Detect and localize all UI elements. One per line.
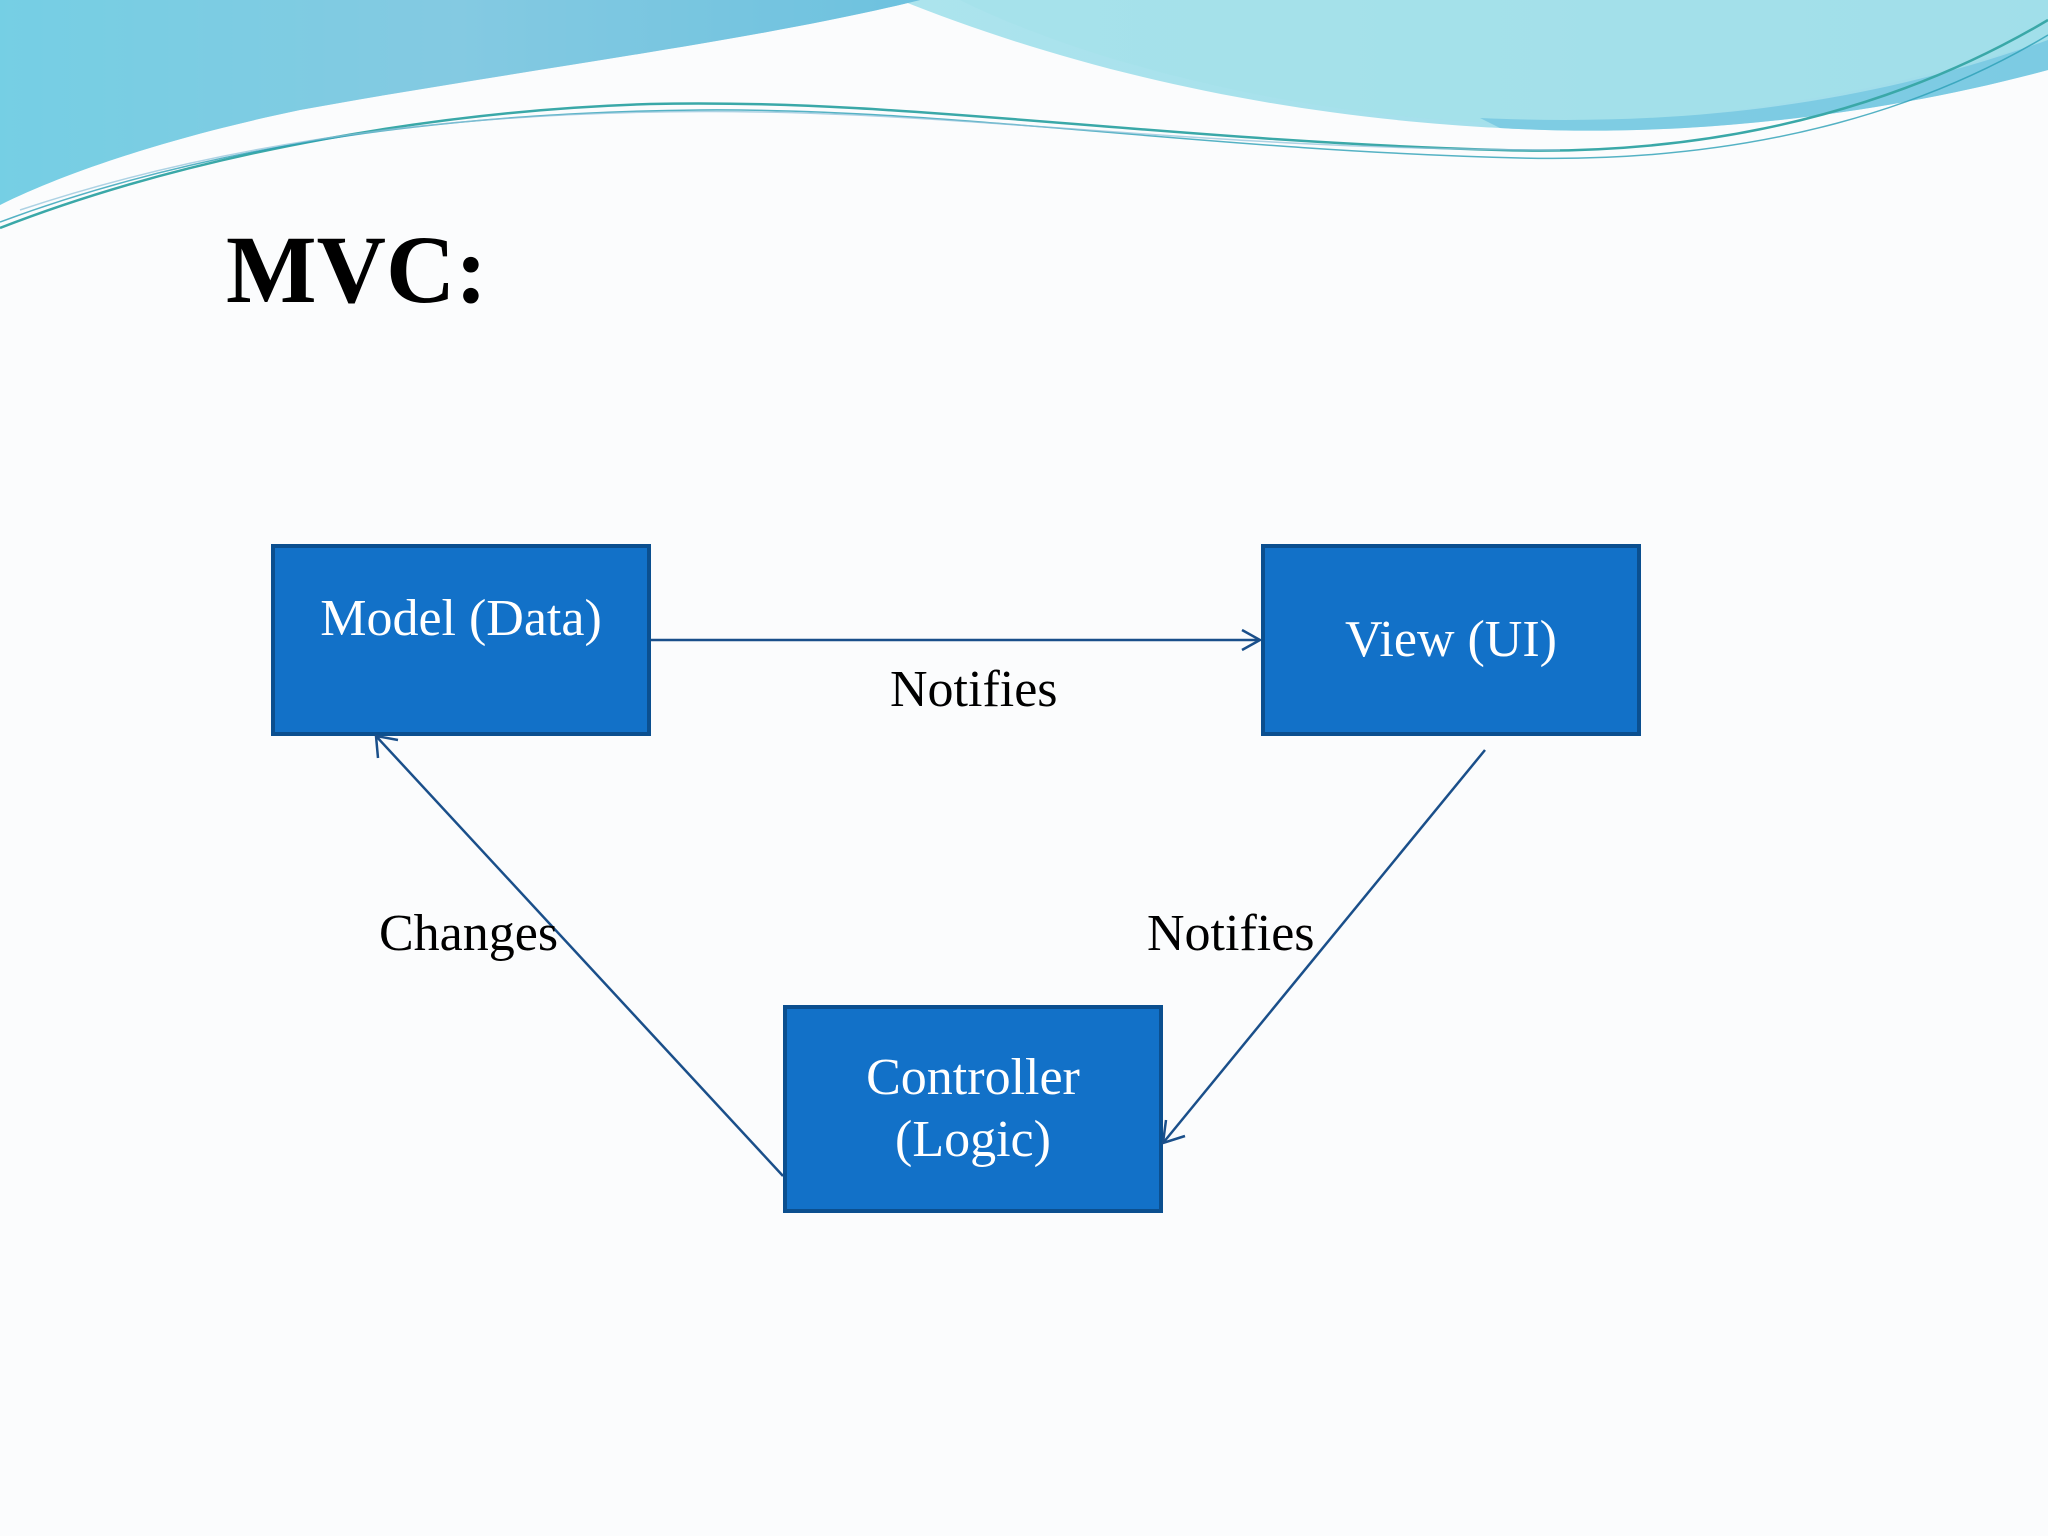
node-model-label: Model (Data) [320, 590, 602, 647]
slide-title: MVC: [226, 216, 488, 323]
edge-label-view-to-controller: Notifies [1147, 905, 1315, 962]
node-controller-label-line2: (Logic) [895, 1111, 1051, 1168]
node-model: Model (Data) [271, 544, 651, 736]
edge-label-controller-to-model: Changes [379, 905, 559, 962]
node-view: View (UI) [1261, 544, 1641, 736]
node-controller: Controller (Logic) [783, 1005, 1163, 1213]
node-controller-label-line1: Controller [866, 1049, 1080, 1106]
node-view-label: View (UI) [1344, 611, 1557, 668]
edge-label-model-to-view: Notifies [890, 661, 1058, 718]
